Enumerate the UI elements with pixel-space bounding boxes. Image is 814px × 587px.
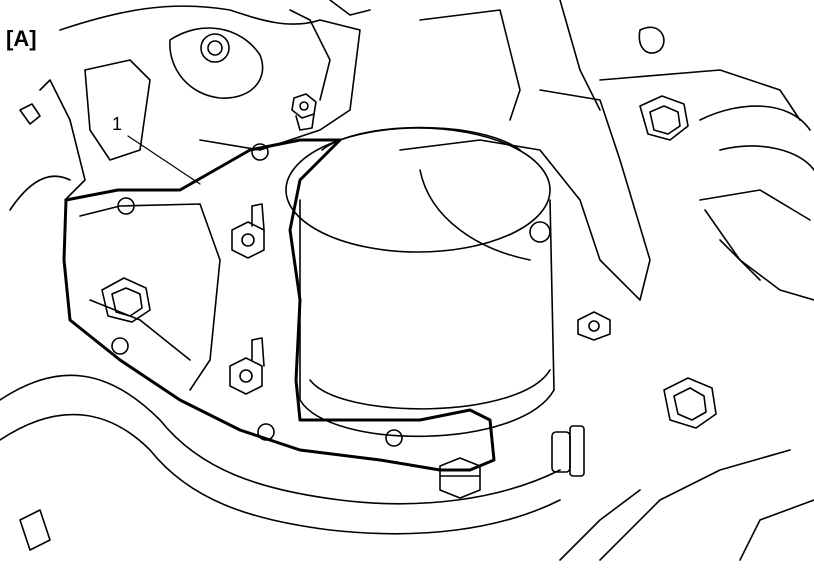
bracket-end-bolt [439,457,481,499]
upper-engine-components [9,0,371,211]
panel-label: [A] [6,26,37,51]
right-lower-bolt [663,377,717,429]
bracket-stud-lower [229,337,265,395]
engine-mount [285,126,555,438]
right-side-components [419,0,814,561]
callout-1-label: 1 [112,114,123,134]
bracket-holes [111,143,551,447]
callout-1-leader [127,135,201,185]
lower-hoses [0,374,561,551]
right-upper-bolt [639,95,689,141]
clip [551,425,585,477]
bracket-stud-upper [231,203,265,259]
bracket-hex-bolt [101,277,151,323]
mount-upper-arm [399,89,651,301]
mount-bracket [62,138,496,472]
small-nut [577,311,611,341]
top-bolt [291,93,317,131]
